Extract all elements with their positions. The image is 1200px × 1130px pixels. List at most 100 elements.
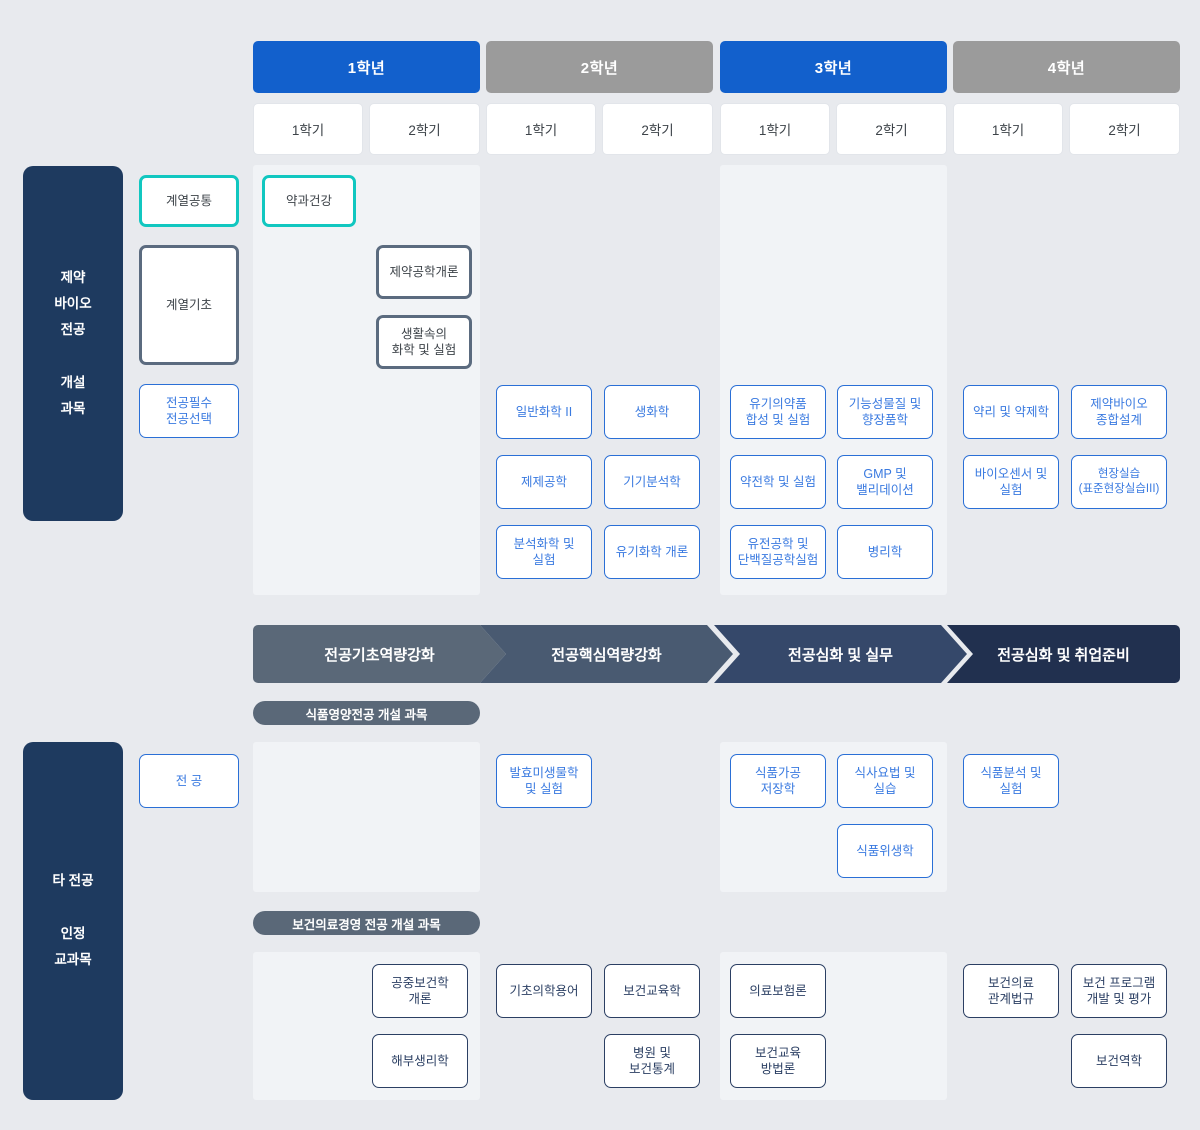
course-box[interactable]: GMP 및 밸리데이션 [837,455,933,509]
course-box[interactable]: 발효미생물학 및 실험 [496,754,592,808]
semester-chip-y2s1[interactable]: 1학기 [486,103,596,155]
semester-label: 1학기 [991,123,1025,138]
year-header-label: 4학년 [1047,59,1086,77]
column-panel-year1 [253,165,480,595]
course-box[interactable]: 식품분석 및 실험 [963,754,1059,808]
rail-major-courses: 제약 바이오 전공 개설 과목 [23,166,123,521]
course-box[interactable]: 기초의학용어 [496,964,592,1018]
rail-other-major: 타 전공 인정 교과목 [23,742,123,1100]
legend-label: 전 공 [175,773,203,788]
course-box[interactable]: 식사요법 및 실습 [837,754,933,808]
course-box[interactable]: 의료보험론 [730,964,826,1018]
stage-chevron-3[interactable]: 전공심화 및 실무 [714,625,967,683]
legend-label: 전공필수 전공선택 [165,395,212,426]
semester-label: 1학기 [758,123,792,138]
year-header-1[interactable]: 1학년 [253,41,480,93]
course-box[interactable]: 해부생리학 [372,1034,468,1088]
course-label: 보건교육학 [623,983,681,998]
semester-label: 2학기 [408,123,441,138]
semester-chip-y4s1[interactable]: 1학기 [953,103,1063,155]
stage-chevron-4[interactable]: 전공심화 및 취업준비 [947,625,1180,683]
course-box[interactable]: 약전학 및 실험 [730,455,826,509]
course-label: 분석화학 및 실험 [513,536,575,567]
course-box[interactable]: 유전공학 및 단백질공학실험 [730,525,826,579]
semester-label: 1학기 [291,123,325,138]
course-box[interactable]: 제제공학 [496,455,592,509]
year-header-4[interactable]: 4학년 [953,41,1180,93]
course-label: 병리학 [867,544,903,559]
legend-required-elective: 전공필수 전공선택 [139,384,239,438]
course-box[interactable]: 유기의약품 합성 및 실험 [730,385,826,439]
course-box[interactable]: 보건 프로그램 개발 및 평가 [1071,964,1167,1018]
course-box[interactable]: 바이오센서 및 실험 [963,455,1059,509]
semester-label: 2학기 [641,123,674,138]
course-label: 식품분석 및 실험 [980,765,1042,796]
semester-chip-y2s2[interactable]: 2학기 [602,103,713,155]
course-box[interactable]: 식품위생학 [837,824,933,878]
course-label: 바이오센서 및 실험 [974,466,1048,497]
year-header-3[interactable]: 3학년 [720,41,947,93]
competency-stage-band: 전공기초역량강화 전공핵심역량강화 전공심화 및 실무 전공심화 및 취업준비 [253,625,1180,683]
course-box[interactable]: 제약바이오 종합설계 [1071,385,1167,439]
course-box[interactable]: 유기화학 개론 [604,525,700,579]
year-header-label: 1학년 [347,59,386,77]
stage-label: 전공기초역량강화 [324,646,435,664]
course-box[interactable]: 분석화학 및 실험 [496,525,592,579]
course-label: 생화학 [634,404,670,419]
course-box[interactable]: 병원 및 보건통계 [604,1034,700,1088]
course-box[interactable]: 병리학 [837,525,933,579]
semester-label: 2학기 [1108,123,1141,138]
stage-label: 전공심화 및 실무 [788,646,893,664]
year-header-label: 2학년 [580,59,619,77]
course-box[interactable]: 공중보건학 개론 [372,964,468,1018]
course-box[interactable]: 생활속의 화학 및 실험 [376,315,472,369]
course-box[interactable]: 기능성물질 및 향장품학 [837,385,933,439]
course-box[interactable]: 일반화학 II [496,385,592,439]
course-label: 약전학 및 실험 [740,474,816,489]
year-header-2[interactable]: 2학년 [486,41,713,93]
semester-chip-y3s2[interactable]: 2학기 [836,103,947,155]
course-box[interactable]: 제약공학개론 [376,245,472,299]
section-title-health: 보건의료경영 전공 개설 과목 [253,911,480,935]
course-label: 유전공학 및 단백질공학실험 [737,536,819,567]
semester-chip-y3s1[interactable]: 1학기 [720,103,830,155]
semester-chip-y1s2[interactable]: 2학기 [369,103,480,155]
stage-chevron-2[interactable]: 전공핵심역량강화 [480,625,733,683]
course-label: 병원 및 보건통계 [628,1045,675,1076]
course-box[interactable]: 현장실습 (표준현장실습III) [1071,455,1167,509]
section-title-food: 식품영양전공 개설 과목 [253,701,480,725]
stage-chevron-1[interactable]: 전공기초역량강화 [253,625,506,683]
section-title-label: 보건의료경영 전공 개설 과목 [292,917,441,932]
course-box[interactable]: 생화학 [604,385,700,439]
course-label: 보건역학 [1095,1053,1142,1068]
course-label: 식품가공 저장학 [754,765,801,796]
course-label: 약리 및 약제학 [973,404,1049,419]
course-box[interactable]: 보건교육 방법론 [730,1034,826,1088]
course-label: 약과건강 [285,193,332,208]
legend-foundation: 계열기초 [139,245,239,365]
course-box[interactable]: 보건의료 관계법규 [963,964,1059,1018]
legend-label: 계열기초 [165,297,212,312]
section-title-label: 식품영양전공 개설 과목 [305,707,428,722]
stage-label: 전공핵심역량강화 [551,646,662,664]
course-label: 공중보건학 개론 [391,975,449,1006]
course-label: 의료보험론 [749,983,807,998]
semester-chip-y4s2[interactable]: 2학기 [1069,103,1180,155]
course-label: 식품위생학 [856,843,914,858]
course-label: 보건의료 관계법규 [987,975,1034,1006]
course-label: 현장실습 (표준현장실습III) [1078,468,1160,495]
semester-chip-y1s1[interactable]: 1학기 [253,103,363,155]
course-box[interactable]: 식품가공 저장학 [730,754,826,808]
course-label: 발효미생물학 및 실험 [509,765,579,796]
course-box[interactable]: 보건역학 [1071,1034,1167,1088]
semester-label: 1학기 [524,123,558,138]
course-box[interactable]: 기기분석학 [604,455,700,509]
course-box[interactable]: 보건교육학 [604,964,700,1018]
course-box[interactable]: 약리 및 약제학 [963,385,1059,439]
stage-label: 전공심화 및 취업준비 [997,646,1130,664]
course-label: 보건 프로그램 개발 및 평가 [1082,975,1156,1006]
course-box[interactable]: 약과건강 [262,175,356,227]
course-label: 제약공학개론 [389,264,459,279]
column-panel-year3 [720,165,947,595]
